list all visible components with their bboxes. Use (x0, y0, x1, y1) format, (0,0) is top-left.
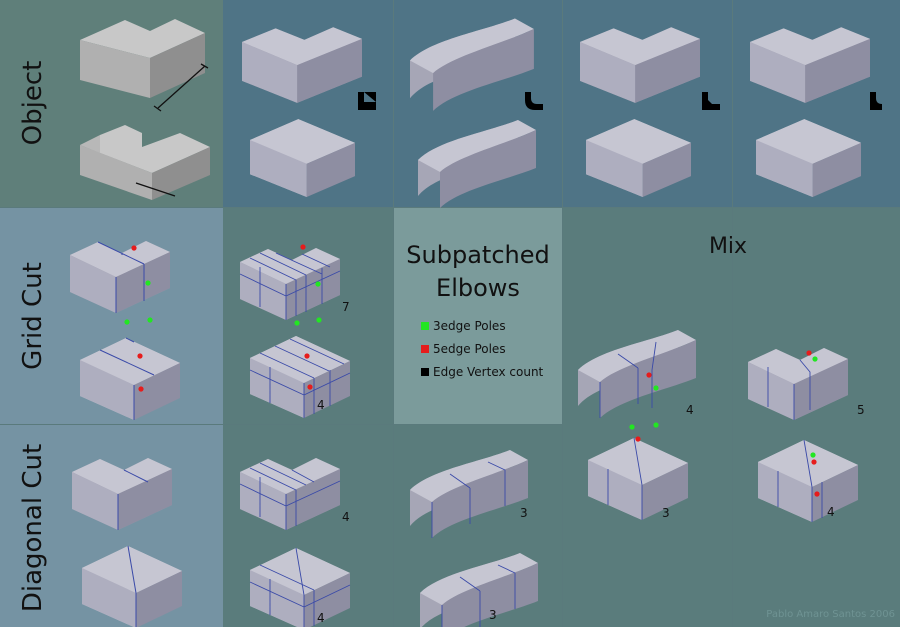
pole-5edge (300, 244, 306, 250)
grid-base-upper (70, 241, 170, 313)
pole-3edge (653, 385, 659, 391)
chamfer-elbow-lower (586, 119, 691, 197)
chamfer-corner-icon (702, 92, 720, 110)
legend-swatch-5edge (421, 345, 429, 353)
diag-base-upper (72, 458, 172, 530)
diag-sub-lower (249, 547, 351, 627)
pole-5edge (646, 372, 652, 378)
legend-title-line2: Elbows (436, 274, 520, 302)
dimension-line-lower (135, 182, 176, 197)
round-elbow-upper (410, 18, 534, 111)
pole-5edge (635, 436, 641, 442)
round-elbow-lower (418, 120, 536, 208)
edge-count-label: 4 (317, 398, 325, 412)
grid-base-lower (80, 337, 180, 420)
mix-a-lower (588, 437, 688, 520)
edge-count-label: 5 (857, 403, 865, 417)
legend-panel (394, 208, 562, 424)
bent-sub-upper (410, 450, 528, 538)
pole-5edge (307, 384, 313, 390)
object-block-lower (80, 125, 210, 200)
pole-3edge (810, 452, 816, 458)
pole-3edge (315, 281, 321, 287)
edge-count-label: 7 (342, 300, 350, 314)
edge-count-label: 4 (317, 611, 325, 625)
legend-swatch-edge-count (421, 368, 429, 376)
legend-label-edge-count: Edge Vertex count (433, 365, 544, 379)
pole-markers (124, 244, 820, 497)
square-elbow-upper (242, 27, 362, 103)
grid-label-panel (0, 208, 60, 424)
mix-b-upper (748, 348, 848, 420)
pole-3edge (124, 319, 130, 325)
dimension-ticks-upper (153, 63, 209, 112)
edge-count-label: 3 (662, 506, 670, 520)
legend-title-line1: Subpatched (406, 241, 549, 269)
object-block-upper (80, 19, 205, 98)
object-label-panel (0, 0, 60, 207)
legend-label-3edge: 3edge Poles (433, 319, 506, 333)
mix-panel-a (563, 208, 732, 627)
round-corner-icon (525, 92, 543, 110)
pole-3edge (812, 356, 818, 362)
pole-5edge (806, 350, 812, 356)
mix-a-upper (578, 330, 696, 418)
pole-5edge (304, 353, 310, 359)
pole-3edge (147, 317, 153, 323)
pole-3edge (294, 320, 300, 326)
pole-3edge (316, 317, 322, 323)
bent-sub-lower (420, 553, 538, 627)
grid-sub-lower (249, 336, 351, 418)
mixed-elbow-upper (750, 27, 870, 103)
edge-count-label: 4 (827, 505, 835, 519)
edge-count-label: 4 (342, 510, 350, 524)
dimension-line-upper (157, 65, 206, 109)
mix-label: Mix (709, 234, 747, 259)
mixed-corner-icon (870, 92, 882, 110)
mixed-elbow-lower (756, 119, 861, 197)
grid-sub-upper (239, 248, 341, 320)
diag-label-panel (0, 425, 60, 627)
square-elbow-lower (250, 119, 355, 197)
pole-5edge (131, 245, 137, 251)
mix-b-lower (758, 439, 858, 522)
pole-5edge (138, 386, 144, 392)
pole-5edge (811, 459, 817, 465)
diag-base-lower (82, 545, 182, 627)
credit-text: Pablo Amaro Santos 2006 (766, 609, 895, 620)
edge-count-label: 3 (520, 506, 528, 520)
edge-count-label: 3 (489, 608, 497, 622)
pole-3edge (629, 424, 635, 430)
legend-swatch-3edge (421, 322, 429, 330)
pole-3edge (145, 280, 151, 286)
pole-5edge (137, 353, 143, 359)
edge-count-label: 4 (686, 403, 694, 417)
pole-3edge (653, 422, 659, 428)
legend-label-5edge: 5edge Poles (433, 342, 506, 356)
pole-5edge (814, 491, 820, 497)
chamfer-elbow-upper (580, 27, 700, 103)
mix-panel-b (733, 208, 900, 627)
diag-sub-upper (239, 458, 341, 530)
